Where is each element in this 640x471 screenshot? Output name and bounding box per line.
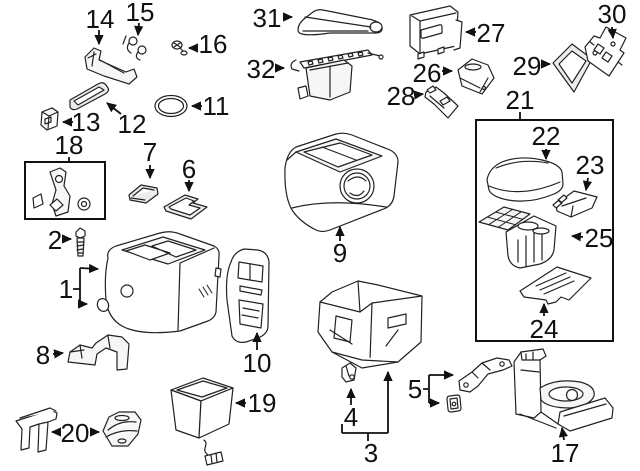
callout-17: 17 <box>551 438 580 468</box>
callout-5: 5 <box>408 374 422 404</box>
callout-8: 8 <box>36 340 50 370</box>
part-13-drawing <box>40 107 59 131</box>
part-10-drawing <box>225 248 270 343</box>
callout-28: 28 <box>387 81 416 111</box>
callout-6: 6 <box>182 154 196 184</box>
part-2-drawing <box>75 227 86 257</box>
part-4-drawing <box>341 362 357 383</box>
callout-19: 19 <box>248 388 277 418</box>
callout-30: 30 <box>598 0 627 29</box>
callout-4: 4 <box>344 402 358 432</box>
callout-29: 29 <box>513 51 542 81</box>
callout-15: 15 <box>126 0 155 27</box>
part-30-drawing <box>584 26 627 77</box>
part-32-drawing <box>290 49 384 101</box>
callout-25: 25 <box>585 223 614 253</box>
part-24-drawing <box>519 266 592 305</box>
callouts: 1 2 3 4 5 6 7 8 9 10 11 12 13 14 15 16 1… <box>36 0 627 468</box>
part-1-drawing <box>96 231 222 334</box>
part-23-drawing <box>552 190 598 218</box>
part-7-drawing <box>128 184 159 204</box>
part-28-drawing <box>424 85 459 119</box>
callout-1: 1 <box>59 274 73 304</box>
callout-3: 3 <box>364 438 378 468</box>
part-16-drawing <box>171 40 188 56</box>
part-15-drawing <box>122 35 147 61</box>
callout-14: 14 <box>86 4 115 34</box>
callout-22: 22 <box>532 121 561 151</box>
callout-23: 23 <box>576 150 605 180</box>
part-27-drawing <box>409 5 463 60</box>
group-box-21 <box>475 119 614 342</box>
callout-9: 9 <box>333 238 347 268</box>
callout-18: 18 <box>55 130 84 160</box>
part-22-drawing <box>486 157 564 202</box>
part-11-drawing <box>154 94 188 118</box>
callout-27: 27 <box>477 18 506 48</box>
part-18-drawing <box>32 167 91 217</box>
callout-12: 12 <box>118 109 147 139</box>
callout-7: 7 <box>143 137 157 167</box>
part-20-drawing <box>15 407 142 453</box>
callout-31: 31 <box>253 3 282 33</box>
part-25-drawing <box>478 206 557 269</box>
callout-20: 20 <box>61 418 90 448</box>
part-6-drawing <box>163 194 208 220</box>
part-3-drawing <box>317 280 423 369</box>
leader-lines <box>50 12 617 441</box>
part-26-drawing <box>457 58 495 95</box>
part-14-drawing <box>84 47 138 85</box>
group-box-18 <box>24 161 106 220</box>
callout-24: 24 <box>530 314 559 344</box>
callout-13: 13 <box>72 107 101 137</box>
part-12-drawing <box>69 82 110 111</box>
part-9-drawing <box>284 132 399 233</box>
part-31-drawing <box>297 9 383 36</box>
callout-2: 2 <box>48 225 62 255</box>
callout-11: 11 <box>203 91 230 121</box>
part-8-drawing <box>67 334 130 371</box>
callout-26: 26 <box>413 58 442 88</box>
callout-10: 10 <box>243 348 272 378</box>
part-17-drawing <box>513 348 614 432</box>
callout-21: 21 <box>506 85 535 115</box>
callout-32: 32 <box>247 54 276 84</box>
part-19-drawing <box>170 377 234 466</box>
part-5-drawing <box>446 357 513 413</box>
callout-16: 16 <box>199 29 228 59</box>
